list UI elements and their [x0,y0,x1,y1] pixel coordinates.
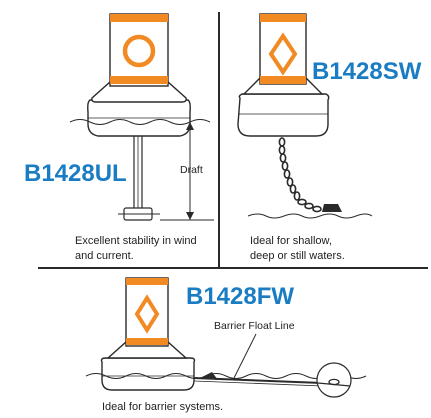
buoy-sw-drawing [237,13,373,219]
model-label-b1428fw: B1428FW [186,283,295,310]
caption-b1428ul: Excellent stability in wind and current. [75,235,197,262]
circle-symbol-icon [122,34,156,68]
model-label-b1428sw: B1428SW [312,58,422,85]
draft-dimension-label: Draft [180,164,203,176]
barrier-float-line-label: Barrier Float Line [214,320,295,332]
buoy-fw-drawing [85,277,367,398]
diamond-symbol-icon [134,294,160,334]
caption-b1428sw: Ideal for shallow, deep or still waters. [250,235,345,262]
caption-b1428fw: Ideal for barrier systems. [102,401,224,413]
model-label-b1428ul: B1428UL [24,160,127,187]
buoy-ul-drawing [69,13,214,221]
diamond-symbol-icon [268,32,298,76]
